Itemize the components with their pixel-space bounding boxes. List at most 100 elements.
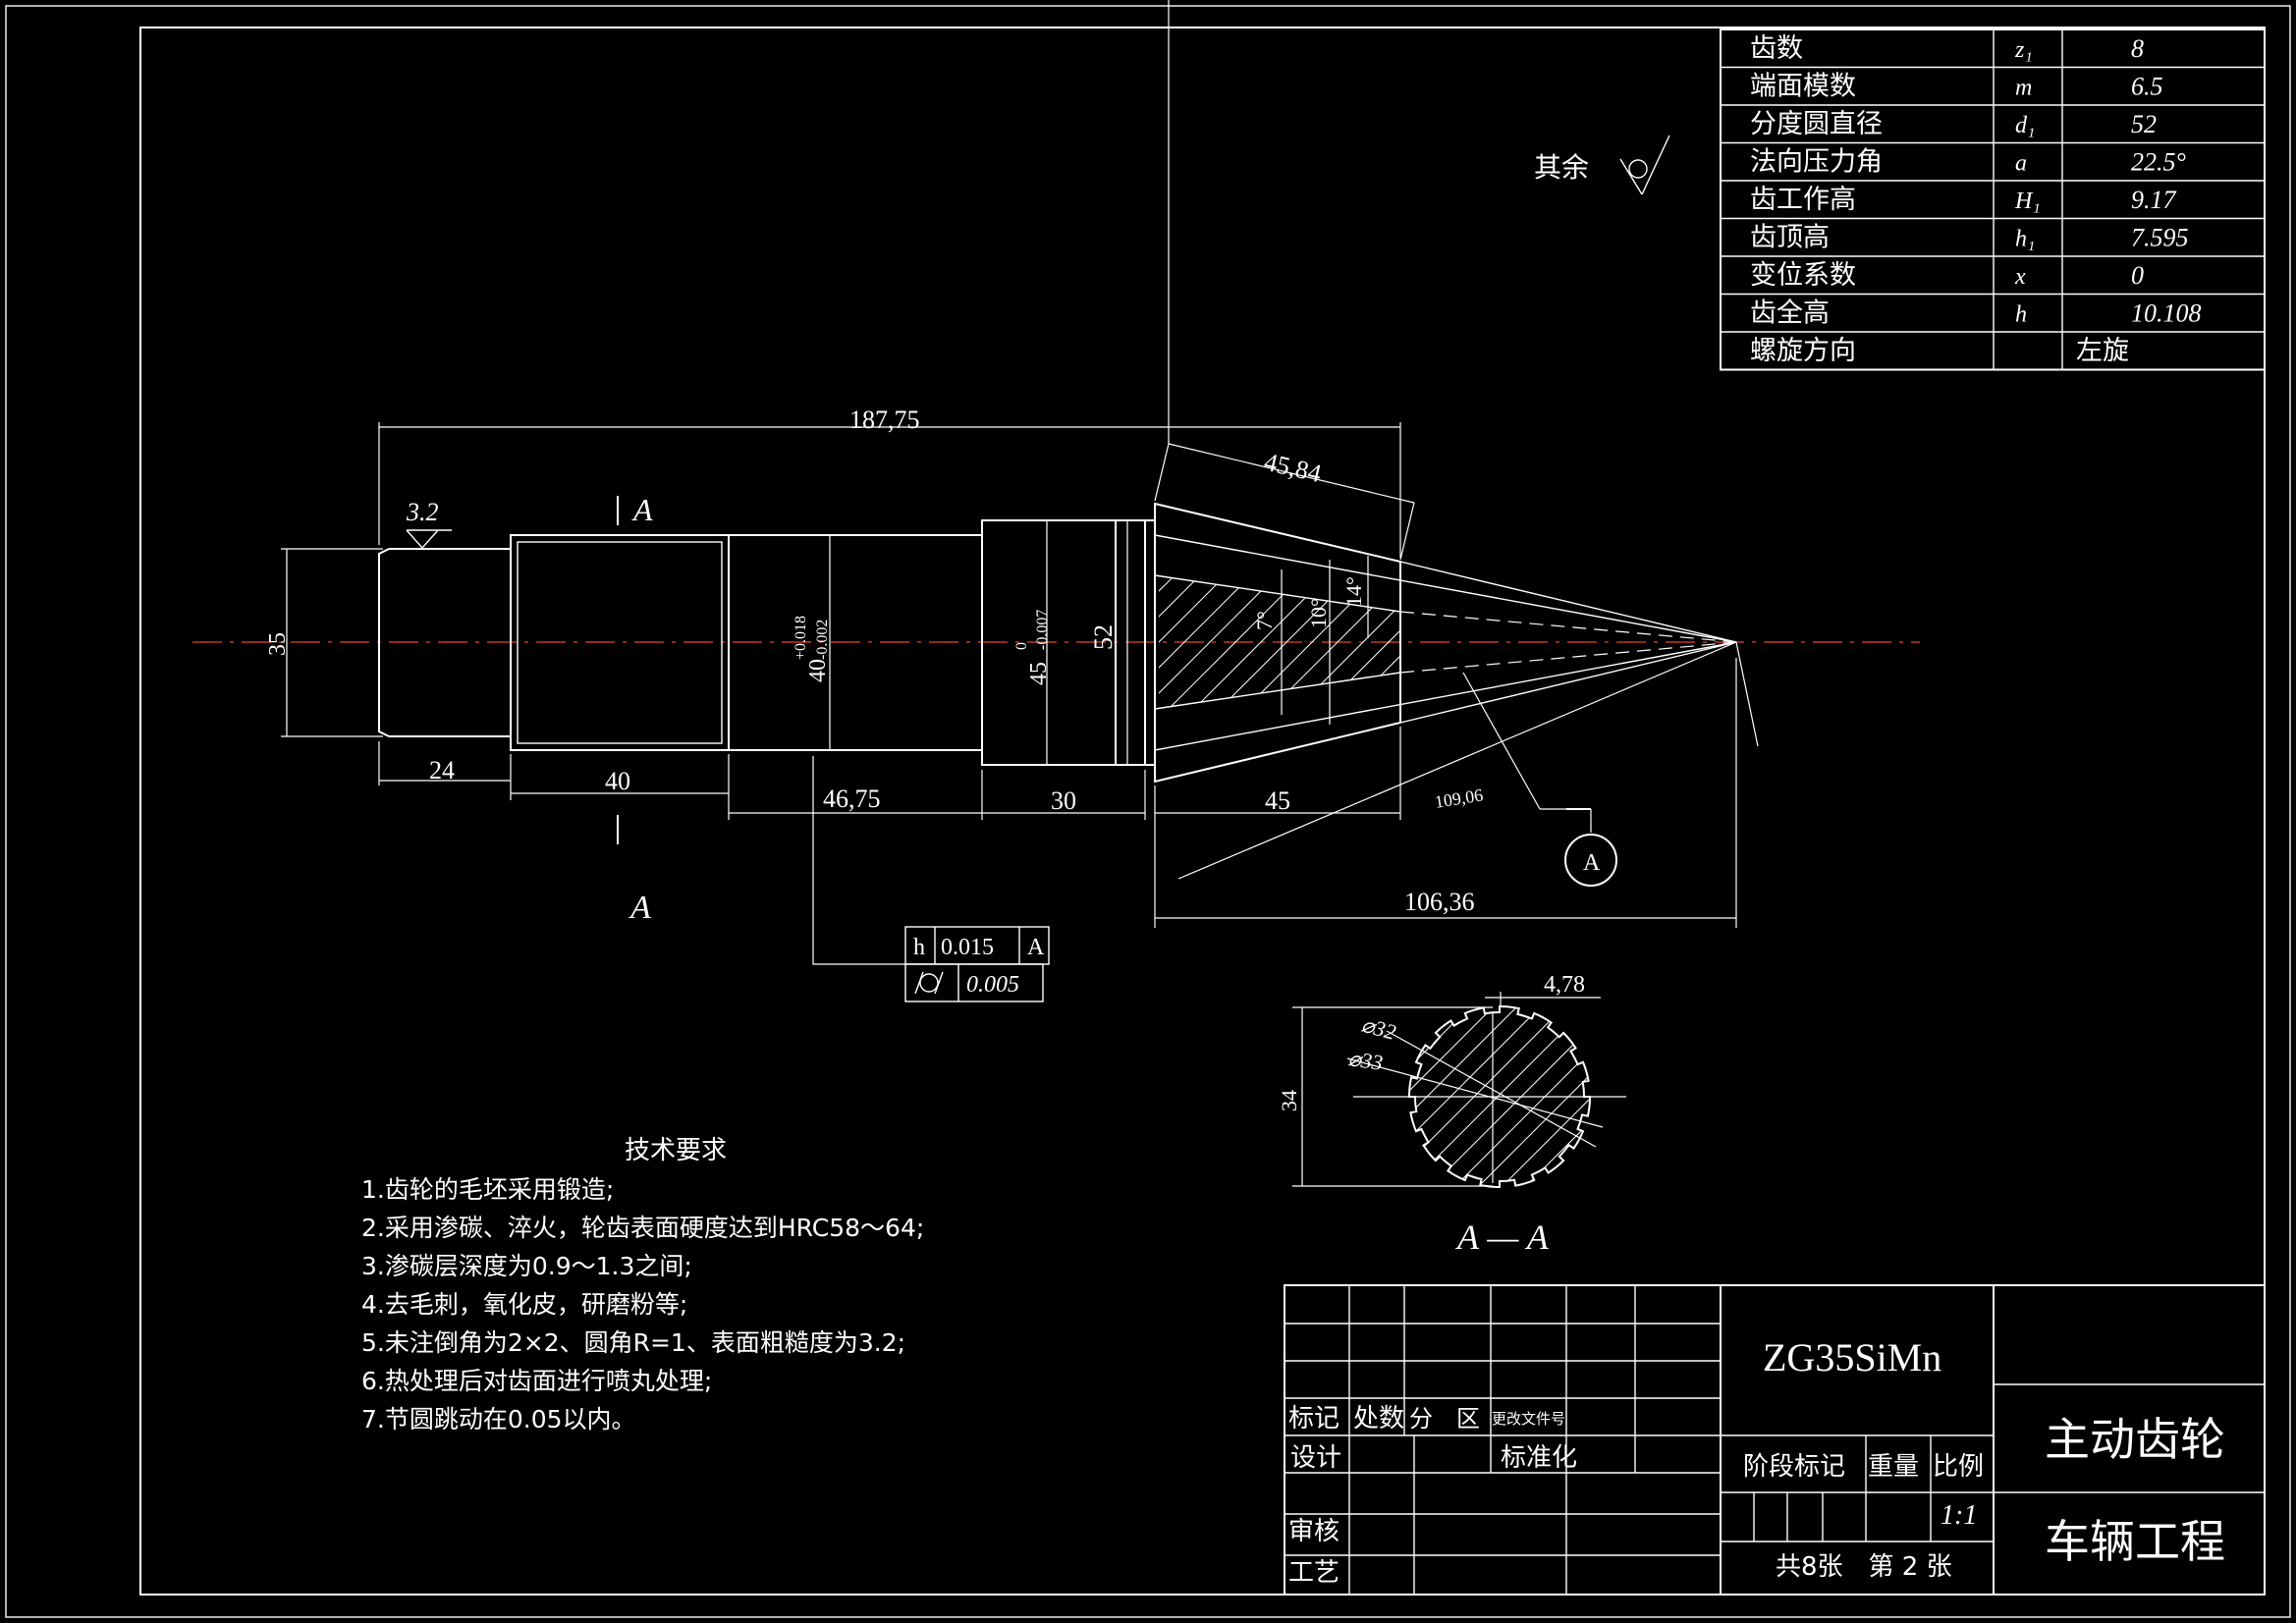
dim-tol-45-low: -0.007 <box>1034 610 1051 650</box>
param-name: 分度圆直径 <box>1750 109 1883 139</box>
param-value: 6.5 <box>2131 73 2163 101</box>
dim-10636-label: 106,36 <box>1404 888 1475 916</box>
section-title: A — A <box>1455 1217 1550 1257</box>
tech-title: 技术要求 <box>625 1136 727 1165</box>
param-value: 8 <box>2131 34 2144 63</box>
param-name: 齿顶高 <box>1750 223 1830 253</box>
datum-a: A <box>1462 672 1617 887</box>
dim-tol-40-up: +0.018 <box>793 616 809 660</box>
param-symbol: h₁ <box>2015 227 2035 252</box>
angle-10: 10° <box>1306 598 1331 628</box>
tech-item: 7.节圆跳动在0.05以内。 <box>361 1405 636 1434</box>
tech-requirements: 技术要求 1.齿轮的毛坯采用锻造; 2.采用渗碳、淬火，轮齿表面硬度达到HRC58… <box>361 1136 924 1434</box>
roughness-value: 3.2 <box>406 498 439 526</box>
tb-stage: 阶段标记 <box>1743 1452 1845 1482</box>
outer-border <box>5 5 2291 1618</box>
tech-item: 1.齿轮的毛坯采用锻造; <box>361 1175 614 1204</box>
dim-dia-45: 45 0 -0.007 <box>1013 520 1052 765</box>
dim-dia-35: 35 <box>265 548 383 737</box>
section-d1-label: ⌀32 <box>1359 1012 1399 1045</box>
dim-dia-52-label: 52 <box>1089 624 1118 650</box>
param-symbol: d₁ <box>2015 113 2035 138</box>
shaft-outline <box>378 502 1401 784</box>
section-h-label: 34 <box>1277 1090 1301 1111</box>
tol-val2: 0.005 <box>966 972 1019 998</box>
param-name: 齿工作高 <box>1750 185 1856 215</box>
tb-mark: 标记 <box>1288 1404 1339 1434</box>
param-symbol: x <box>2014 264 2026 290</box>
tech-item: 2.采用渗碳、淬火，轮齿表面硬度达到HRC58～64; <box>361 1214 924 1242</box>
tb-part: 主动齿轮 <box>2045 1413 2225 1466</box>
tech-item: 5.未注倒角为2×2、圆角R=1、表面粗糙度为3.2; <box>361 1328 905 1357</box>
dim-10906-label: 109,06 <box>1433 784 1484 811</box>
tech-item: 4.去毛刺，氧化皮，研磨粉等; <box>361 1290 687 1319</box>
roughness-rest-label: 其余 <box>1534 151 1589 184</box>
dim-30-label: 30 <box>1051 786 1076 815</box>
dim-tol-40-low: -0.002 <box>814 620 831 660</box>
param-symbol: m <box>2015 76 2032 101</box>
dim-dia-40-label: 40 <box>805 659 831 682</box>
tb-design: 设计 <box>1290 1443 1341 1473</box>
cylindricity-icon <box>914 971 944 995</box>
tech-item: 3.渗碳层深度为0.9～1.3之间; <box>361 1252 692 1280</box>
param-symbol: z₁ <box>2014 37 2033 63</box>
cone-projection <box>1154 534 1759 880</box>
param-name: 齿数 <box>1750 33 1803 64</box>
tb-scale: 1:1 <box>1941 1500 1977 1531</box>
dim-4675-label: 46,75 <box>823 784 881 813</box>
tolerance-frame: h 0.015 A 0.005 <box>812 756 1050 1002</box>
tol-val1: 0.015 <box>941 935 994 960</box>
angle-7: 7° <box>1252 611 1277 630</box>
angle-14: 14° <box>1341 576 1366 607</box>
param-symbol: a <box>2015 151 2027 177</box>
tb-org: 车辆工程 <box>2045 1515 2225 1568</box>
param-symbol: H₁ <box>2014 189 2041 214</box>
param-value: 0 <box>2131 261 2144 290</box>
dim-total-length-label: 187,75 <box>849 406 920 434</box>
section-w-label: 4,78 <box>1544 972 1585 998</box>
inner-border <box>139 27 2266 1596</box>
tb-zone: 分 区 <box>1409 1405 1480 1433</box>
tb-material: ZG35SiMn <box>1763 1335 1941 1380</box>
tb-scale-h: 比例 <box>1933 1452 1984 1482</box>
tb-sheets: 共8张 第 2 张 <box>1776 1552 1952 1582</box>
section-mark-bottom-label: A <box>629 890 651 926</box>
cone-angles: 7° 10° 14° <box>1252 556 1369 725</box>
param-value: 22.5° <box>2131 148 2186 177</box>
section-d2-label: ⌀33 <box>1346 1046 1384 1075</box>
param-value: 9.17 <box>2131 186 2177 214</box>
roughness-3-2: 3.2 <box>406 498 452 550</box>
param-value: 52 <box>2131 110 2157 138</box>
dim-dia-52: 52 <box>1089 520 1128 765</box>
parameter-table: 齿数 z₁ 8 端面模数 m 6.5 分度圆直径 d₁ 52 法向压力角 a 22.5° 齿工作高 H₁ 9… <box>1720 28 2266 371</box>
section-mark-top-label: A <box>631 492 653 527</box>
param-value: 10.108 <box>2131 299 2202 328</box>
param-name: 端面模数 <box>1750 72 1856 102</box>
section-mark-top: A A <box>617 492 653 926</box>
dim-tol-45-up: 0 <box>1013 642 1030 650</box>
param-symbol: h <box>2015 302 2027 328</box>
dim-24-label: 24 <box>429 756 455 784</box>
dim-cone-slant: 45,84 <box>1154 0 1415 561</box>
dim-total-length: 187,75 <box>378 406 1401 558</box>
tol-sym1: h <box>913 935 925 960</box>
tech-item: 6.热处理后对齿面进行喷丸处理; <box>361 1367 712 1395</box>
title-block: ZG35SiMn 主动齿轮 车辆工程 标记 处数 分 区 更改文件号 设计 标准… <box>1284 1284 2266 1596</box>
tb-std: 标准化 <box>1501 1443 1577 1473</box>
tb-doc: 更改文件号 <box>1492 1410 1565 1428</box>
tb-weight: 重量 <box>1868 1452 1919 1482</box>
tol-ref: A <box>1027 935 1045 960</box>
datum-a-label: A <box>1583 850 1601 876</box>
tb-check: 审核 <box>1288 1517 1339 1546</box>
param-name: 变位系数 <box>1750 260 1856 291</box>
dim-40-label: 40 <box>605 767 630 795</box>
dim-bottom-lengths: 24 40 46,75 30 45 109,06 106,36 <box>378 658 1737 928</box>
dim-cone-slant-label: 45,84 <box>1262 448 1325 488</box>
param-name: 螺旋方向 <box>1750 336 1856 366</box>
param-value: 左旋 <box>2076 336 2129 366</box>
dim-45-label: 45 <box>1265 786 1290 815</box>
dim-dia-40: 40 +0.018 -0.002 <box>793 535 831 750</box>
param-value: 7.595 <box>2131 224 2189 252</box>
param-name: 法向压力角 <box>1750 147 1883 178</box>
